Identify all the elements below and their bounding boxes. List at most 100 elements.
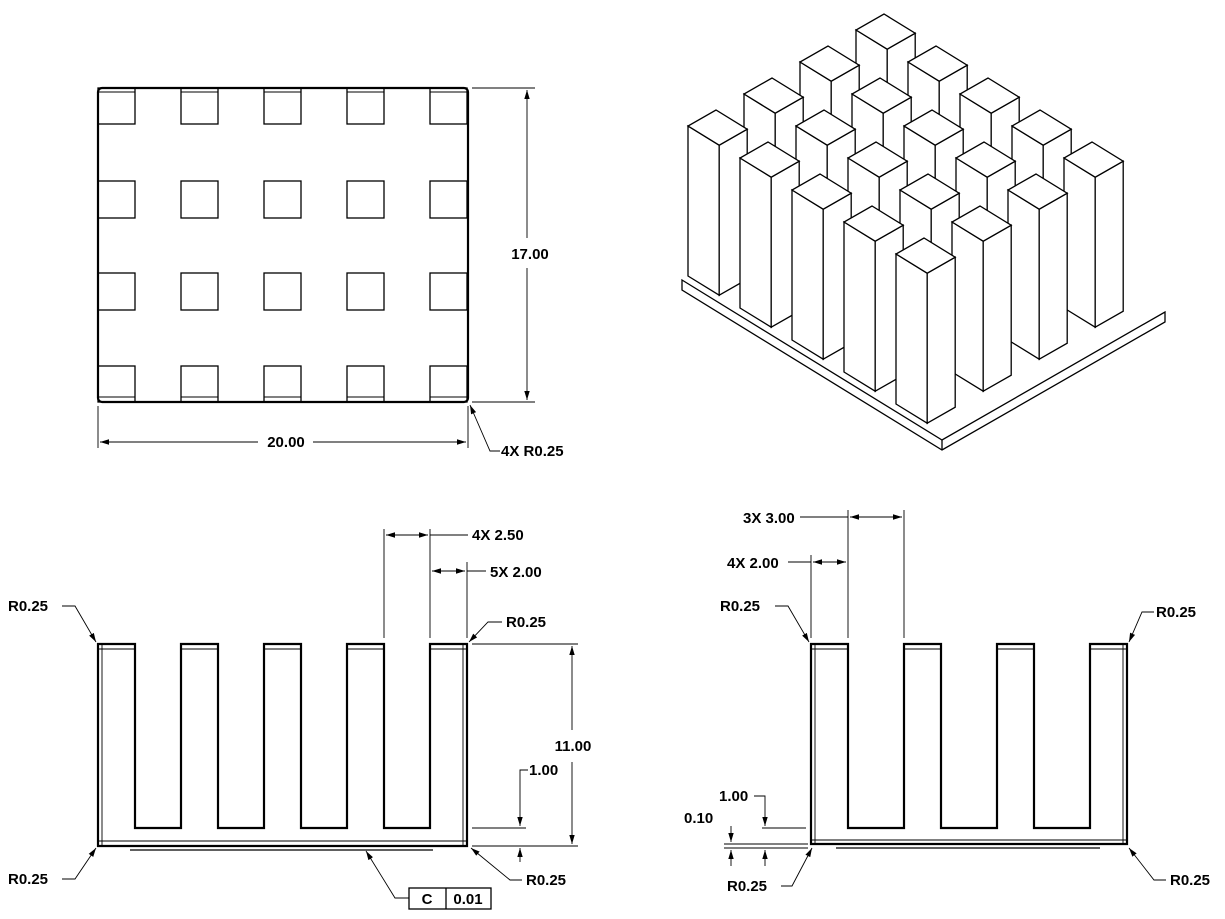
top-view: 20.00 17.00 4X R0.25 <box>96 86 564 460</box>
isometric-fin-top-face <box>742 77 805 114</box>
side-gap-dimension: 3X 3.00 <box>743 510 905 638</box>
isometric-fin-top-face <box>906 45 969 82</box>
top-view-fin <box>180 87 219 125</box>
side-base-label: 1.00 <box>719 788 748 805</box>
top-view-fin <box>429 365 468 403</box>
isometric-fin-top-face <box>842 205 905 242</box>
front-view-profile <box>96 642 469 848</box>
isometric-fin-left-face <box>843 220 876 393</box>
side-fin-width-dimension: 4X 2.00 <box>727 555 846 638</box>
top-view-fin <box>263 180 302 219</box>
isometric-fin-left-face <box>739 156 772 329</box>
isometric-fin-right-face <box>982 224 1012 393</box>
top-view-fin <box>429 87 468 125</box>
isometric-fin-right-face <box>1038 192 1068 361</box>
top-height-label: 17.00 <box>511 246 549 263</box>
isometric-fin-left-face <box>951 220 984 393</box>
isometric-fin-left-face <box>1063 156 1096 329</box>
isometric-fin-top-face <box>950 205 1013 242</box>
front-base-label: 1.00 <box>529 762 558 779</box>
top-view-fin <box>180 180 219 219</box>
front-fin-width-dimension: 5X 2.00 <box>432 562 542 638</box>
isometric-fin-top-face <box>738 141 801 178</box>
side-radius-tl-label: R0.25 <box>720 598 760 615</box>
top-view-fin <box>346 272 385 311</box>
isometric-base <box>681 278 1166 451</box>
isometric-fin-left-face <box>791 188 824 361</box>
top-view-fin <box>346 180 385 219</box>
isometric-fin-left-face <box>1007 188 1040 361</box>
isometric-fin-left-face <box>895 252 928 425</box>
top-view-fin <box>346 365 385 403</box>
isometric-fin-top-face <box>794 109 857 146</box>
top-view-outline <box>96 86 470 404</box>
side-lip-dimension: 0.10 <box>684 810 808 866</box>
isometric-fin-top-face <box>1062 141 1125 178</box>
isometric-fin-right-face <box>1094 160 1124 329</box>
flatness-symbol: C <box>422 891 433 908</box>
top-view-fin <box>180 272 219 311</box>
front-view: 4X 2.50 5X 2.00 11.00 1.00 R0.25 <box>8 527 592 910</box>
isometric-fin-top-face <box>902 109 965 146</box>
top-view-fin <box>263 365 302 403</box>
front-fin-width-label: 5X 2.00 <box>490 564 542 581</box>
feature-control-frame <box>408 887 492 910</box>
front-view-fin-top-edges <box>98 644 467 846</box>
front-radius-bl-label: R0.25 <box>8 871 48 888</box>
top-corner-radius-callout: 4X R0.25 <box>469 404 564 460</box>
front-base-dimension: 1.00 <box>472 762 558 862</box>
front-height-dimension: 11.00 <box>472 643 592 847</box>
top-view-fin-grid <box>97 87 468 403</box>
front-radius-tl-label: R0.25 <box>8 598 48 615</box>
flatness-callout: C 0.01 <box>365 850 492 910</box>
isometric-fin-top-face <box>1006 173 1069 210</box>
isometric-fin-top-face <box>958 77 1021 114</box>
top-view-fin <box>429 180 468 219</box>
side-gap-label: 3X 3.00 <box>743 510 795 527</box>
side-radius-br-label: R0.25 <box>1170 872 1210 889</box>
top-view-fin <box>346 87 385 125</box>
isometric-fin-top-face <box>686 109 749 146</box>
side-radius-callouts: R0.25 R0.25 R0.25 R0.25 <box>720 598 1210 895</box>
isometric-fin-top-face <box>846 141 909 178</box>
top-height-dimension: 17.00 <box>472 87 549 403</box>
isometric-fin-right-face <box>926 256 956 425</box>
top-view-fin <box>263 87 302 125</box>
isometric-fin-top-face <box>894 237 957 274</box>
side-view: 3X 3.00 4X 2.00 1.00 0.10 R0.25 <box>684 510 1210 895</box>
side-view-fin-top-edges <box>811 644 1127 844</box>
side-radius-bl-label: R0.25 <box>727 878 767 895</box>
top-view-fin <box>97 365 136 403</box>
front-radius-callouts: R0.25 R0.25 R0.25 R0.25 <box>8 598 566 889</box>
top-view-fin <box>97 87 136 125</box>
top-view-fin <box>97 272 136 311</box>
front-pitch-label: 4X 2.50 <box>472 527 524 544</box>
isometric-fins <box>686 13 1125 425</box>
top-view-fin <box>429 272 468 311</box>
isometric-fin-top-face <box>798 45 861 82</box>
isometric-view <box>681 13 1166 451</box>
isometric-fin-top-face <box>790 173 853 210</box>
side-radius-tr-label: R0.25 <box>1156 604 1196 621</box>
side-fin-width-label: 4X 2.00 <box>727 555 779 572</box>
top-width-label: 20.00 <box>267 434 305 451</box>
top-view-fin <box>263 272 302 311</box>
front-pitch-dimension: 4X 2.50 <box>383 527 524 638</box>
isometric-fin-top-face <box>954 141 1017 178</box>
top-view-fin <box>180 365 219 403</box>
side-base-dimension: 1.00 <box>719 788 806 829</box>
top-view-fin <box>97 180 136 219</box>
isometric-fin-top-face <box>1010 109 1073 146</box>
front-radius-tr-label: R0.25 <box>506 614 546 631</box>
isometric-fin-left-face <box>687 124 720 297</box>
isometric-fin-top-face <box>854 13 917 50</box>
flatness-value: 0.01 <box>453 891 482 908</box>
isometric-fin-top-face <box>850 77 913 114</box>
side-lip-label: 0.10 <box>684 810 713 827</box>
isometric-fin-top-face <box>898 173 961 210</box>
front-radius-br-label: R0.25 <box>526 872 566 889</box>
top-width-dimension: 20.00 <box>97 406 469 451</box>
front-height-label: 11.00 <box>555 738 592 755</box>
top-corner-radius-label: 4X R0.25 <box>501 443 564 460</box>
